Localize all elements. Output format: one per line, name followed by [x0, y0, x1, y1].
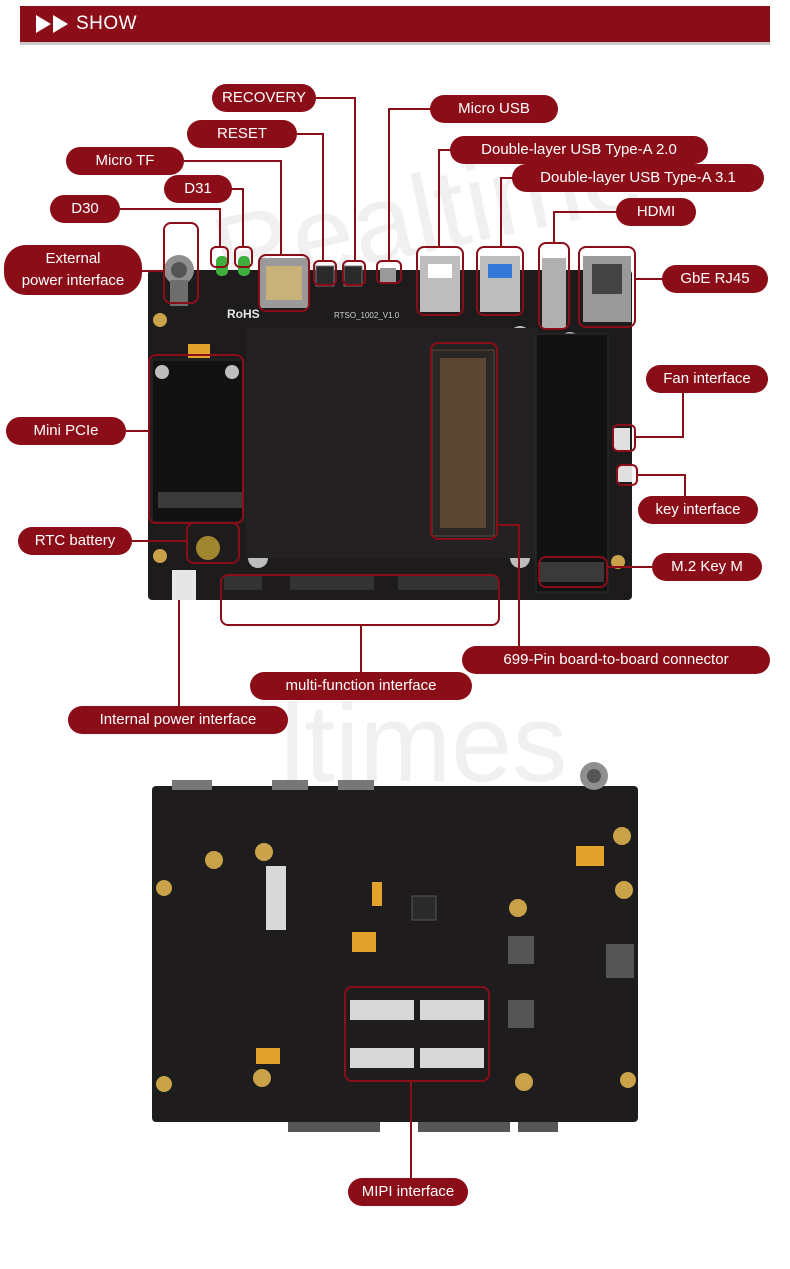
- highlight-gbe: [578, 246, 636, 328]
- highlight-headers: [220, 574, 500, 626]
- board-top-details: [151, 255, 632, 600]
- label-internal-power: Internal power interface: [68, 706, 288, 734]
- highlight-mini-pcie: [148, 354, 244, 524]
- label-mini-pcie: Mini PCIe: [6, 417, 126, 445]
- label-fan: Fan interface: [646, 365, 768, 393]
- label-m2: M.2 Key M: [652, 553, 762, 581]
- highlight-external-power: [163, 222, 199, 304]
- label-reset: RESET: [187, 120, 297, 148]
- label-rtc: RTC battery: [18, 527, 132, 555]
- watermark-bottom: ltimes: [280, 682, 568, 805]
- label-d30: D30: [50, 195, 120, 223]
- highlight-m2: [538, 556, 608, 588]
- label-usb20: Double-layer USB Type-A 2.0: [450, 136, 708, 164]
- label-gbe: GbE RJ45: [662, 265, 768, 293]
- highlight-hdmi: [538, 242, 570, 330]
- label-b2b: 699-Pin board-to-board connector: [462, 646, 770, 674]
- label-usb31: Double-layer USB Type-A 3.1: [512, 164, 764, 192]
- highlight-b2b: [430, 342, 498, 540]
- highlight-fan: [612, 424, 636, 452]
- label-key-interface: key interface: [638, 496, 758, 524]
- silk-model: RTSO_1002_V1.0: [334, 311, 400, 320]
- double-arrow-icon: [36, 15, 68, 33]
- highlight-micro-usb: [376, 260, 402, 284]
- section-title: SHOW: [76, 13, 138, 34]
- highlight-reset: [313, 260, 337, 286]
- highlight-d31: [234, 246, 253, 268]
- label-recovery: RECOVERY: [212, 84, 316, 112]
- highlight-micro-tf: [258, 254, 310, 312]
- label-micro-tf: Micro TF: [66, 147, 184, 175]
- label-d31: D31: [164, 175, 232, 203]
- board-bottom-details: [156, 762, 636, 1132]
- highlight-rtc: [186, 522, 240, 564]
- highlight-usb20: [416, 246, 464, 316]
- label-mipi: MIPI interface: [348, 1178, 468, 1206]
- label-multi-function: multi-function interface: [250, 672, 472, 700]
- highlight-d30: [210, 246, 229, 268]
- section-header: SHOW: [20, 6, 770, 45]
- label-external-power-line1: External: [45, 250, 101, 267]
- highlight-mipi: [344, 986, 490, 1082]
- silk-rohs: RoHS: [227, 307, 260, 321]
- label-micro-usb: Micro USB: [430, 95, 558, 123]
- highlight-key: [616, 464, 638, 486]
- highlight-recovery: [342, 260, 366, 286]
- label-external-power: External power interface: [4, 245, 142, 295]
- label-hdmi: HDMI: [616, 198, 696, 226]
- label-external-power-line2: power interface: [21, 272, 125, 289]
- highlight-usb31: [476, 246, 524, 316]
